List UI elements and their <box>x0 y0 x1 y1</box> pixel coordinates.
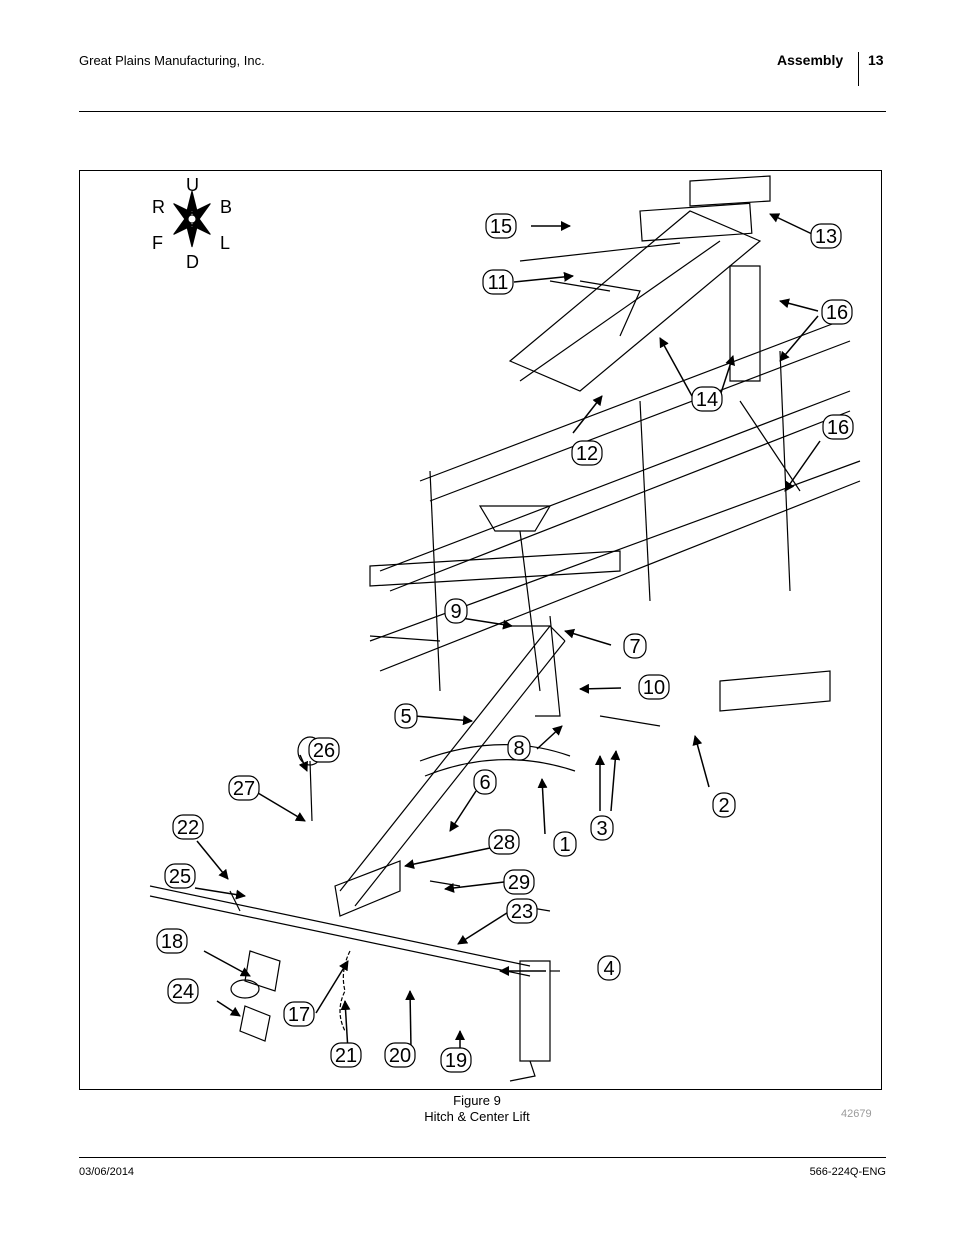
callout-box <box>810 223 842 249</box>
callout-label: 22 <box>177 817 199 839</box>
callout-box <box>156 928 188 954</box>
header-company-name: Great Plains Manufacturing, Inc. <box>79 53 265 68</box>
callout-box <box>482 269 514 295</box>
callout-label: 28 <box>493 832 515 854</box>
callout-group: 1234567891011121314151616171819202122232… <box>156 213 854 1073</box>
callout-box <box>712 792 736 818</box>
callout-label: 15 <box>490 216 512 238</box>
callout-box <box>553 831 577 857</box>
image-code: 42679 <box>841 1108 872 1120</box>
figure-title: Hitch & Center Lift <box>424 1109 530 1124</box>
callout-label: 2 <box>718 795 729 817</box>
footer-doc-number: 566-224Q-ENG <box>809 1166 886 1178</box>
callout-box <box>440 1047 472 1073</box>
callout-label: 25 <box>169 866 191 888</box>
footer-rule <box>79 1157 886 1158</box>
callout-box <box>571 440 603 466</box>
callout-box <box>172 814 204 840</box>
callout-label: 24 <box>172 981 194 1003</box>
callout-box <box>283 1001 315 1027</box>
callout-label: 23 <box>511 901 533 923</box>
callout-label: 1 <box>559 834 570 856</box>
callout-box <box>473 769 497 795</box>
callout-label: 17 <box>288 1004 310 1026</box>
callout-label: 11 <box>488 272 509 294</box>
callout-label: 14 <box>696 389 718 411</box>
callout-leaders <box>194 213 821 1061</box>
callout-box <box>228 775 260 801</box>
callout-box <box>384 1042 416 1068</box>
callout-label: 27 <box>233 778 255 800</box>
assembly-drawing: U D R B F L <box>149 175 861 1082</box>
compass-rose <box>173 190 211 248</box>
callout-label: 3 <box>596 818 607 840</box>
callout-label: 8 <box>513 738 524 760</box>
callout-box <box>597 955 621 981</box>
callout-box <box>488 829 520 855</box>
callout-box <box>164 863 196 889</box>
callout-box <box>821 299 853 325</box>
callout-box <box>623 633 647 659</box>
compass-front-label: F <box>152 233 163 253</box>
callout-box <box>506 898 538 924</box>
header-divider <box>858 52 859 86</box>
callout-label: 9 <box>450 601 461 623</box>
figure-number: Figure 9 <box>453 1093 501 1108</box>
callout-label: 5 <box>400 706 411 728</box>
callout-box <box>590 815 614 841</box>
callout-box <box>308 737 340 763</box>
callout-box <box>691 386 723 412</box>
callout-box <box>638 674 670 700</box>
callout-label: 29 <box>508 872 530 894</box>
callout-box <box>444 598 468 624</box>
header-rule <box>79 111 886 112</box>
callout-box <box>394 703 418 729</box>
callout-label: 13 <box>815 226 837 248</box>
figure-frame: U D R B F L <box>79 170 882 1090</box>
callout-label: 12 <box>576 443 598 465</box>
callout-label: 26 <box>313 740 335 762</box>
callout-box <box>485 213 517 239</box>
callout-label: 4 <box>603 958 614 980</box>
compass-down-label: D <box>186 252 199 272</box>
callout-label: 18 <box>161 931 183 953</box>
callout-label: 7 <box>629 636 640 658</box>
callout-label: 10 <box>643 677 665 699</box>
callout-label: 19 <box>445 1050 467 1072</box>
callout-box <box>507 735 531 761</box>
callout-label: 6 <box>479 772 490 794</box>
compass-left-label: L <box>220 233 230 253</box>
callout-box <box>503 869 535 895</box>
machine-frame-drawing <box>149 175 861 1082</box>
callout-box <box>167 978 199 1004</box>
callout-label: 21 <box>335 1045 357 1067</box>
callout-box <box>822 414 854 440</box>
header-page-number: 13 <box>868 52 884 68</box>
callout-box <box>330 1042 362 1068</box>
callout-label: 20 <box>389 1045 411 1067</box>
callout-label: 16 <box>826 302 848 324</box>
compass-up-label: U <box>186 175 199 195</box>
compass-back-label: B <box>220 197 232 217</box>
compass-rear-label: R <box>152 197 165 217</box>
footer-date: 03/06/2014 <box>79 1166 135 1178</box>
callout-label: 16 <box>827 417 849 439</box>
header-section-title: Assembly <box>777 52 844 68</box>
